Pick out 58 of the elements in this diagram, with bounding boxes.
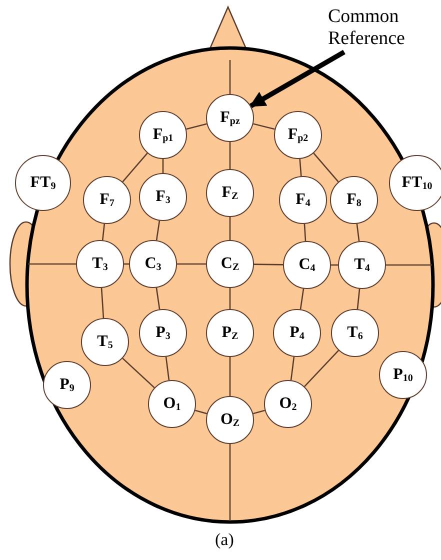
connecting-line [156,220,160,240]
electrode-label: T$_{3}$ [92,255,108,273]
electrode-label: P$_{10}$ [393,366,413,384]
electrode-label: O$_{Z}$ [220,411,240,429]
connecting-line [100,288,104,318]
electrode-label: C$_{3}$ [144,255,162,273]
connecting-line [165,356,170,380]
connecting-line [290,356,295,380]
electrode-label: F$_{3}$ [156,188,170,206]
connecting-line [304,350,339,387]
electrode-label: T$_{4}$ [354,256,370,274]
electrode-label: F$_{pz}$ [220,109,240,127]
connecting-line [299,158,302,176]
connecting-line [229,142,231,169]
connecting-line [356,224,360,242]
connecting-line [156,288,160,310]
electrode-label: P$_{4}$ [290,324,304,342]
connecting-line [386,264,432,266]
electrode-label: C$_{4}$ [298,256,316,274]
electrode-label: FT$_{9}$ [30,174,56,192]
connecting-line [229,444,231,521]
connecting-line [304,224,306,242]
connecting-line [28,263,76,265]
electrode-label: O$_{2}$ [279,395,297,413]
connecting-line [194,410,208,414]
connecting-line [253,123,275,130]
electrode-label: T$_{6}$ [347,324,363,342]
connecting-line [300,288,304,310]
electrode-label: P$_{Z}$ [222,324,238,342]
connecting-line [252,410,266,414]
electrode-label: F$_{7}$ [100,191,114,209]
electrode-label: P$_{3}$ [156,324,170,342]
electrode-label: F$_{p1}$ [152,126,174,144]
caption: (a) [215,530,234,550]
connecting-line [356,288,360,310]
electrode-label: C$_{Z}$ [220,255,240,273]
connecting-line [254,264,283,266]
connecting-line [162,159,164,173]
connecting-line [313,152,339,182]
connecting-line [186,123,207,130]
electrode-label: O$_{1}$ [163,395,181,413]
arrow [249,50,346,108]
electrode-label: P$_{9}$ [60,376,74,394]
electrode-label: FT$_{10}$ [402,174,432,192]
electrode-label: T$_{5}$ [97,333,113,351]
connecting-line [229,288,231,309]
connecting-line [122,358,155,388]
connecting-line [229,217,231,240]
connecting-line [122,152,148,182]
connecting-line [229,60,231,94]
connecting-line [102,224,106,240]
callout-label: Common Reference [328,6,440,50]
electrode-label: F$_{8}$ [346,191,362,209]
electrode-label: F$_{p2}$ [288,126,308,144]
electrode-label: F$_{4}$ [296,191,310,209]
connecting-line [177,263,206,265]
connecting-line [229,357,231,396]
electrode-label: F$_{Z}$ [222,184,238,202]
